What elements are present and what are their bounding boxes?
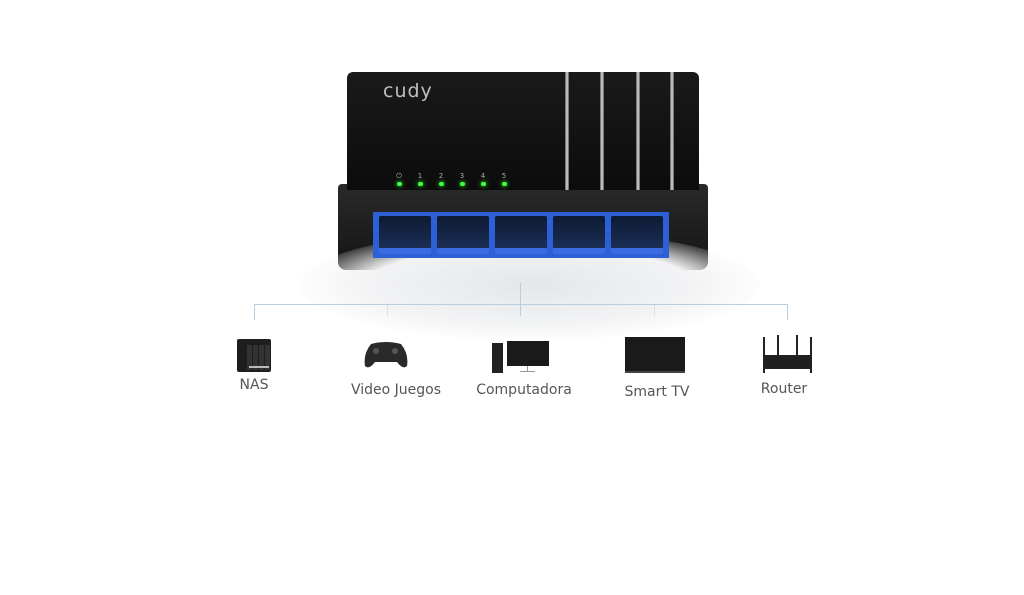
ethernet-port — [379, 216, 431, 254]
device-label-smart-tv: Smart TV — [624, 384, 690, 400]
computer-icon — [492, 341, 549, 373]
device-label-router: Router — [760, 381, 808, 397]
led-label: 1 — [417, 172, 423, 180]
brand-logo: cudy — [383, 80, 433, 102]
ethernet-port — [553, 216, 605, 254]
device-label-video-juegos: Video Juegos — [350, 382, 442, 398]
rib — [565, 72, 569, 190]
connector-trunk — [520, 283, 521, 316]
led — [502, 182, 507, 186]
led-label: 4 — [480, 172, 486, 180]
connector-bar — [254, 304, 788, 305]
connector-drop — [254, 304, 255, 320]
gamepad-icon — [364, 342, 408, 368]
led-label: 3 — [459, 172, 465, 180]
led — [418, 182, 423, 186]
rib — [670, 72, 674, 190]
led — [439, 182, 444, 186]
ethernet-ports — [373, 212, 669, 258]
ethernet-port — [495, 216, 547, 254]
ethernet-port — [611, 216, 663, 254]
rib — [600, 72, 604, 190]
switch-top: cudy ⏻ 1 2 3 4 5 — [347, 72, 699, 190]
device-label-nas: NAS — [239, 377, 269, 393]
rib — [636, 72, 640, 190]
router-icon — [763, 335, 812, 373]
led — [397, 182, 402, 186]
network-switch: cudy ⏻ 1 2 3 4 5 — [338, 72, 708, 270]
led — [460, 182, 465, 186]
led — [481, 182, 486, 186]
led-label: 5 — [501, 172, 507, 180]
connector-drop — [654, 304, 655, 316]
connector-drop — [787, 304, 788, 320]
device-label-computadora: Computadora — [476, 382, 572, 398]
led-label: 2 — [438, 172, 444, 180]
led-label-power: ⏻ — [396, 172, 402, 180]
tv-icon — [625, 337, 685, 373]
ethernet-port — [437, 216, 489, 254]
nas-icon — [237, 339, 271, 372]
connector-drop — [387, 304, 388, 316]
